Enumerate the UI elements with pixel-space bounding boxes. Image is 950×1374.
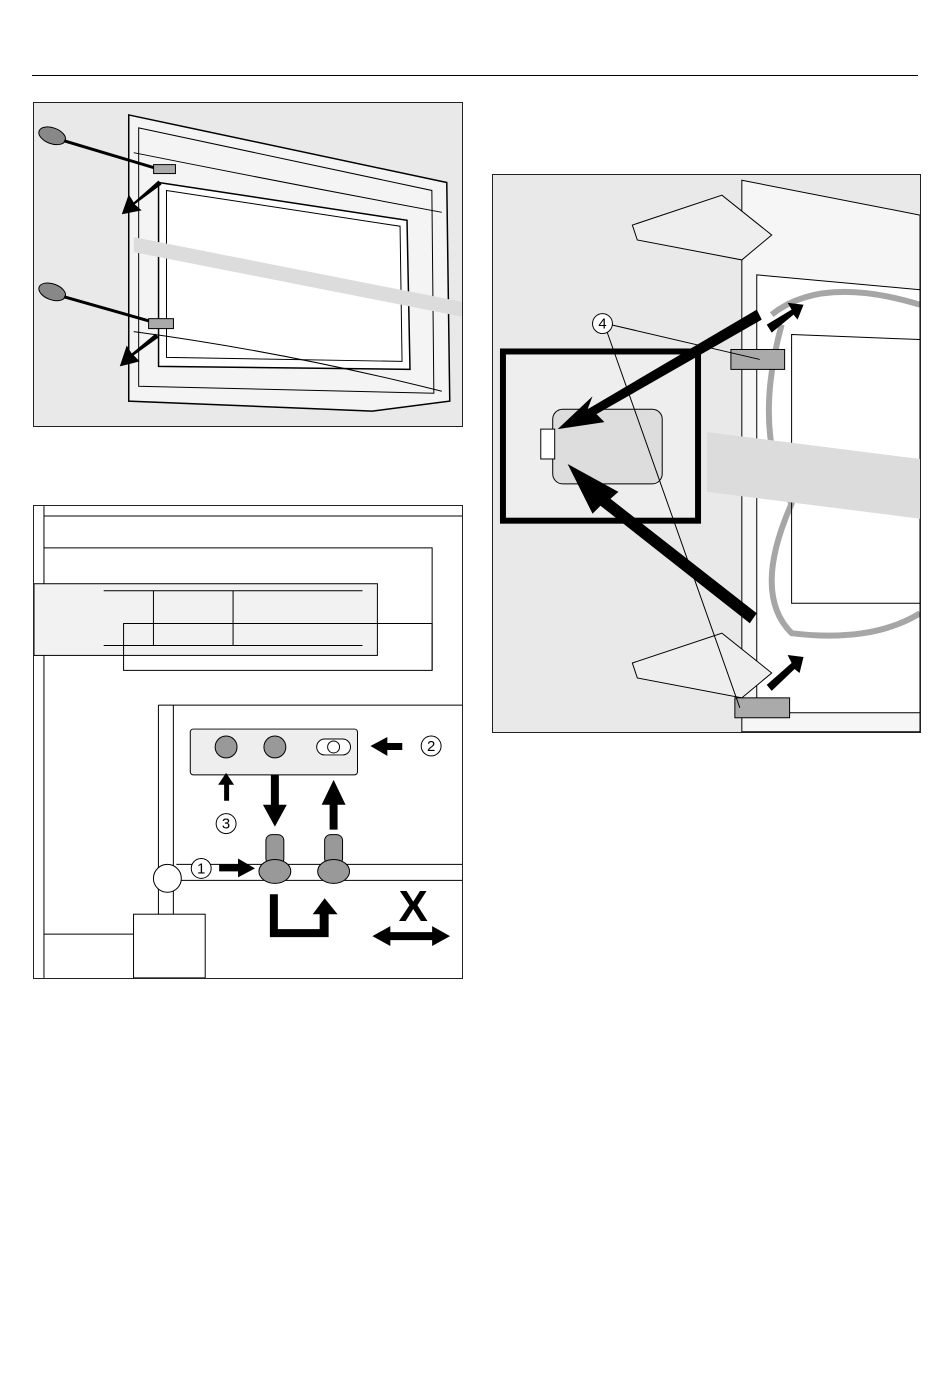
hinge-clips-illustration: 4: [499, 179, 920, 732]
svg-text:1: 1: [197, 860, 205, 877]
callout-4: 4: [592, 313, 613, 335]
svg-text:4: 4: [598, 316, 606, 333]
header-rule: [32, 75, 918, 76]
svg-text:2: 2: [427, 738, 435, 755]
arrow-up-icon: [321, 779, 346, 830]
axis-label-x: X: [399, 882, 428, 931]
hinge-adjustment-illustration: 1 2 3 X: [34, 506, 462, 978]
figure-door-glass-removal: [33, 102, 463, 427]
door-illustration: [38, 114, 462, 412]
screwdriver-top: [38, 126, 176, 175]
callout-3: 3: [215, 813, 237, 835]
arrow-left-icon: [370, 737, 403, 756]
arrow-down-icon: [262, 774, 287, 827]
figure-hinge-adjustment: 1 2 3 X: [33, 505, 463, 979]
arrow-clip-upper-icon: [766, 302, 804, 333]
arrow-inset-upper-icon: [557, 309, 762, 430]
arrow-up-small-icon: [218, 772, 235, 801]
screw-left: [258, 834, 292, 884]
arrow-clip-lower-icon: [766, 655, 804, 691]
screwdriver-bottom: [38, 282, 174, 330]
double-arrow-x-icon: [372, 926, 451, 947]
callout-1: 1: [190, 857, 212, 879]
arrow-down-left-icon: [119, 333, 159, 367]
arrow-l-shift-icon: [269, 894, 338, 938]
svg-text:3: 3: [222, 816, 230, 833]
callout-2: 2: [420, 735, 442, 757]
arrow-right-icon: [219, 858, 255, 878]
arrow-down-left-icon: [121, 180, 162, 215]
arrow-inset-lower-icon: [567, 463, 757, 624]
detail-inset: [499, 348, 702, 524]
screw-right: [317, 834, 351, 884]
figure-hinge-clips: 4: [492, 174, 921, 733]
